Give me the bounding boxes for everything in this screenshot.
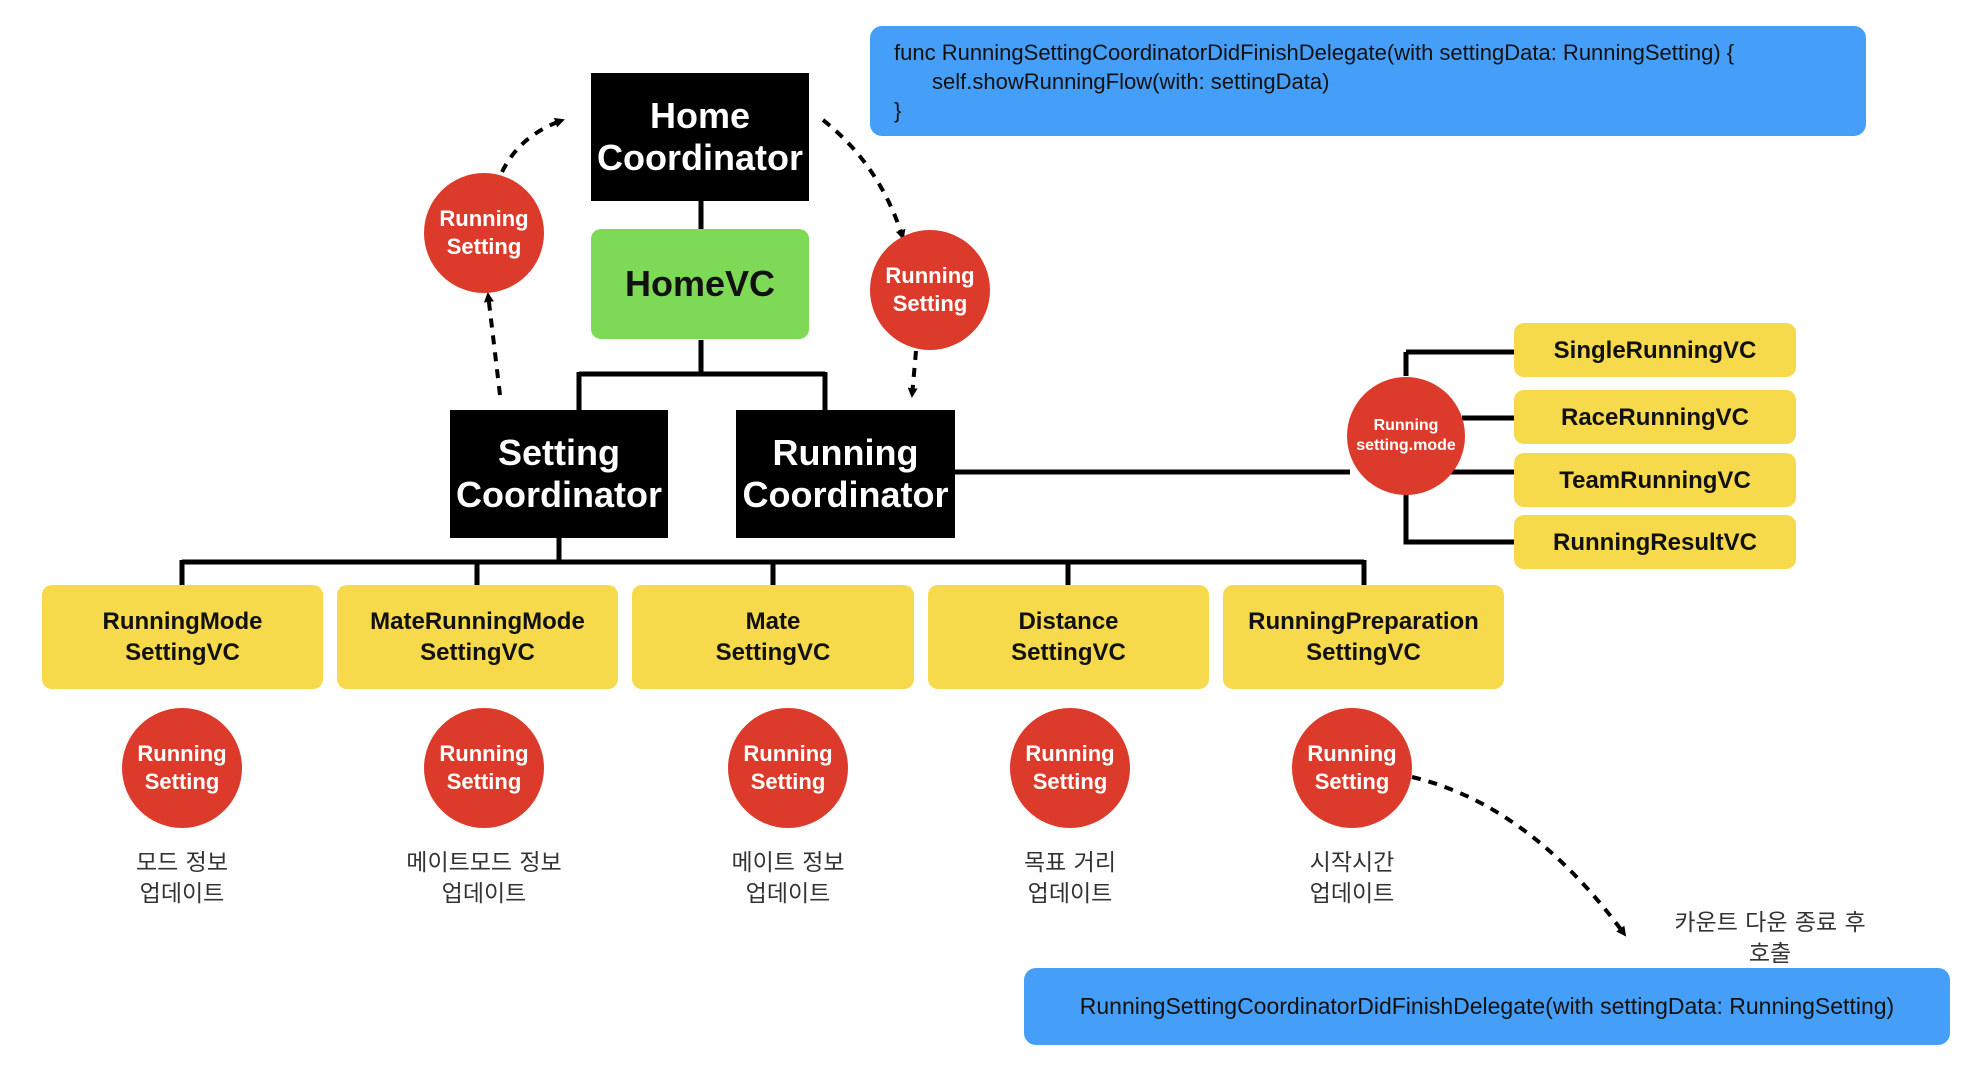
update-note-mode: 모드 정보 업데이트	[136, 850, 228, 907]
update-note-start-time: 시작시간 업데이트	[1309, 850, 1395, 907]
update-note-mate-mode: 메이트모드 정보 업데이트	[406, 850, 562, 907]
team-running-vc[interactable]: TeamRunningVC	[1514, 453, 1796, 507]
code-line-1: func RunningSettingCoordinatorDidFinishD…	[894, 40, 1735, 65]
running-setting-badge: Running Setting	[1292, 708, 1412, 828]
setting-branch-line	[179, 538, 1367, 588]
running-result-vc[interactable]: RunningResultVC	[1514, 515, 1796, 569]
setting-to-badge-arrow	[483, 292, 502, 396]
distance-setting-vc[interactable]: Distance SettingVC	[928, 585, 1209, 689]
running-setting-badge: Running Setting	[728, 708, 848, 828]
code-line-2: self.showRunningFlow(with: settingData)	[932, 69, 1330, 94]
running-vc-branch-line	[1400, 349, 1516, 545]
running-preparation-setting-vc[interactable]: RunningPreparation SettingVC	[1223, 585, 1504, 689]
code-block: func RunningSettingCoordinatorDidFinishD…	[870, 26, 1866, 136]
running-setting-badge: Running Setting	[424, 708, 544, 828]
code-line-3: }	[894, 98, 902, 123]
single-running-vc[interactable]: SingleRunningVC	[1514, 323, 1796, 377]
running-coordinator[interactable]: Running Coordinator	[736, 410, 955, 538]
update-note-mate: 메이트 정보 업데이트	[731, 850, 845, 907]
homevc-box[interactable]: HomeVC	[591, 229, 809, 339]
running-setting-mode-badge: Running setting.mode	[1347, 377, 1465, 495]
setting-coordinator[interactable]: Setting Coordinator	[450, 410, 668, 538]
badge-to-running-arrow	[907, 350, 918, 398]
running-mode-setting-vc[interactable]: RunningMode SettingVC	[42, 585, 323, 689]
home-to-badge-arrow	[821, 118, 906, 240]
update-note-distance: 목표 거리 업데이트	[1024, 850, 1116, 907]
delegate-call-box: RunningSettingCoordinatorDidFinishDelega…	[1024, 968, 1950, 1045]
running-setting-badge: Running Setting	[424, 173, 544, 293]
running-setting-badge: Running Setting	[122, 708, 242, 828]
homevc-branch-line	[576, 340, 828, 412]
race-running-vc[interactable]: RaceRunningVC	[1514, 390, 1796, 444]
badge-to-delegate-arrow	[1411, 775, 1627, 937]
countdown-note: 카운트 다운 종료 후 호출	[1674, 910, 1866, 967]
home-coordinator[interactable]: Home Coordinator	[591, 73, 809, 201]
running-setting-badge: Running Setting	[870, 230, 990, 350]
badge-to-home-arrow	[500, 117, 565, 173]
running-setting-badge: Running Setting	[1010, 708, 1130, 828]
mate-setting-vc[interactable]: Mate SettingVC	[632, 585, 914, 689]
mate-running-mode-setting-vc[interactable]: MateRunningMode SettingVC	[337, 585, 618, 689]
